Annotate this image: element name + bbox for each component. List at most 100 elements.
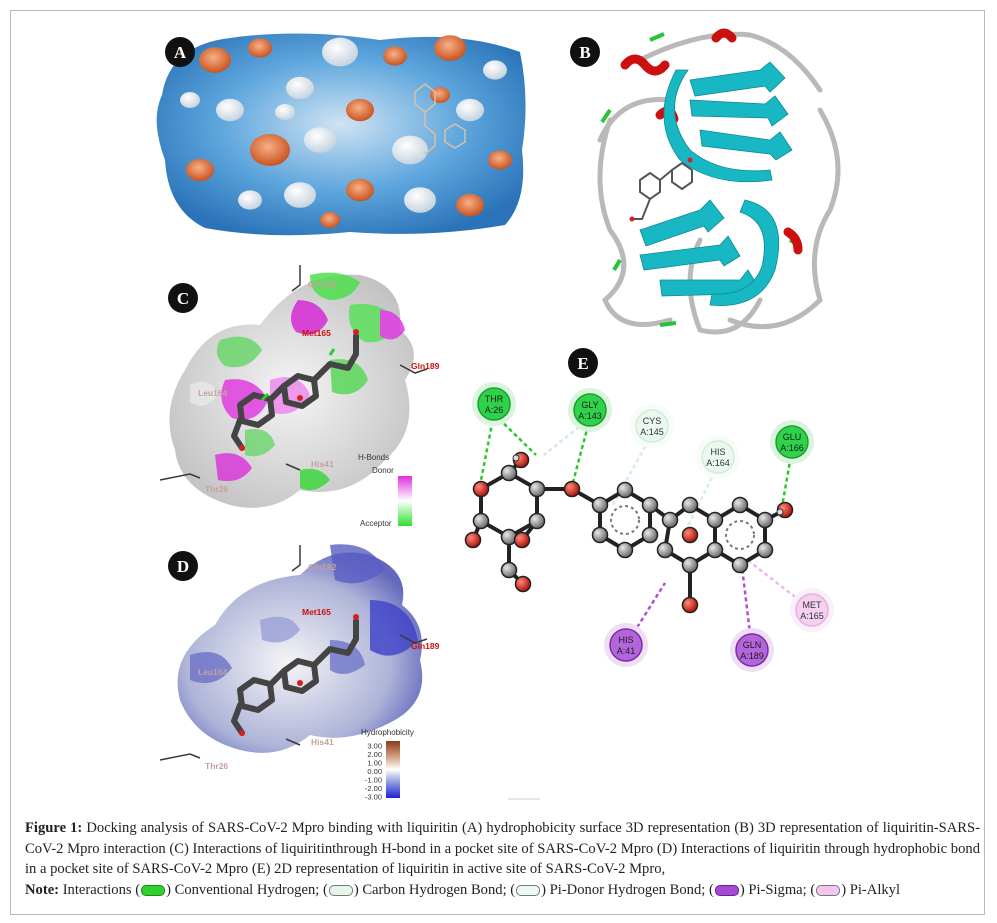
- surface-patch: [186, 158, 214, 182]
- residue-name: GLU: [783, 432, 802, 442]
- surface-patch: [304, 127, 336, 153]
- residue-name: HIS: [618, 635, 633, 645]
- c-hbond-legend-bar: [398, 476, 412, 526]
- d-legend-title: Hydrophobicity: [361, 728, 414, 737]
- residue-name: CYS: [643, 416, 662, 426]
- figure-caption: Figure 1: Docking analysis of SARS-CoV-2…: [25, 820, 980, 898]
- d-residue-gln192: Gln192: [308, 562, 337, 572]
- surface-patch: [434, 35, 466, 61]
- residue-position: A:164: [706, 458, 730, 468]
- surface-patch: [456, 98, 484, 122]
- surface-patch: [199, 47, 231, 73]
- hydrophobicity-tick-label: 0.00: [367, 767, 382, 776]
- d-residue-thr26: Thr26: [205, 761, 228, 771]
- hydrogen-atom: [512, 454, 520, 462]
- panel-label-b: B: [579, 43, 590, 62]
- carbon-atom: [656, 541, 674, 559]
- figure-frame: [10, 10, 985, 915]
- surface-patch: [216, 98, 244, 122]
- carbon-atom: [706, 511, 724, 529]
- d-hydrophobicity-legend-bar: [386, 741, 400, 798]
- carbon-atom: [591, 496, 609, 514]
- c-residue-gln189: Gln189: [411, 361, 440, 371]
- d-residue-his41: His41: [311, 737, 334, 747]
- carbon-atom: [706, 541, 724, 559]
- c-residue-leu164: Leu164: [198, 388, 228, 398]
- residue-position: A:189: [740, 651, 764, 661]
- caption-note-label: Note:: [25, 881, 60, 898]
- panel-label-a-badge: [165, 37, 195, 67]
- hydrophobicity-tick-label: -1.00: [365, 776, 382, 785]
- carbon-atom: [591, 526, 609, 544]
- d-residue-met165: Met165: [302, 607, 331, 617]
- carbon-atom: [681, 556, 699, 574]
- carbon-atom: [756, 511, 774, 529]
- residue-name: GLN: [743, 640, 762, 650]
- panel-e: E: [464, 348, 834, 672]
- hydrophobicity-tick-label: 3.00: [367, 742, 382, 751]
- hydrophobicity-tick-label: 1.00: [367, 759, 382, 768]
- surface-patch: [488, 150, 512, 170]
- hydrophobicity-tick-label: -2.00: [365, 784, 382, 793]
- panel-c: C Gln192 Met165 Gln189 His41 Thr26 Leu16…: [159, 265, 440, 528]
- oxygen-atom: [464, 531, 482, 549]
- surface-patch: [383, 46, 407, 66]
- residue-position: A:26: [485, 405, 504, 415]
- residue-name: GLY: [581, 400, 598, 410]
- residue-position: A:41: [617, 646, 636, 656]
- surface-patch: [286, 76, 314, 100]
- figure-panels: A B: [156, 28, 841, 802]
- surface-patch: [456, 193, 484, 217]
- surface-patch: [284, 182, 316, 208]
- c-residue-gln192: Gln192: [308, 279, 337, 289]
- carbon-atom: [528, 480, 546, 498]
- oxygen-atom: [681, 596, 699, 614]
- legend-swatch-carbon-hbond: [328, 884, 353, 896]
- panel-a-ligand: [414, 83, 466, 155]
- residue-name: MET: [803, 600, 823, 610]
- carbon-atom: [661, 511, 679, 529]
- carbon-atom: [472, 512, 490, 530]
- surface-patch: [238, 190, 262, 210]
- legend-swatch-conventional: [141, 884, 166, 896]
- hydrophobicity-tick-label: -3.00: [365, 793, 382, 802]
- surface-patch: [404, 187, 436, 213]
- carbon-atom: [528, 512, 546, 530]
- surface-patch: [275, 104, 295, 120]
- c-legend-donor: Donor: [372, 466, 394, 475]
- d-residue-leu164: Leu164: [198, 667, 228, 677]
- surface-patch: [346, 178, 374, 202]
- legend-swatch-pi-sigma: [714, 884, 739, 896]
- surface-patch: [320, 212, 340, 228]
- c-residue-his41: His41: [311, 459, 334, 469]
- oxygen-atom: [472, 480, 490, 498]
- residue-position: A:165: [800, 611, 824, 621]
- panel-label-c: C: [177, 289, 189, 308]
- surface-patch: [483, 60, 507, 80]
- hydrogen-atom: [776, 508, 784, 516]
- oxygen-atom: [563, 480, 581, 498]
- surface-patch: [322, 37, 358, 67]
- c-residue-thr26: Thr26: [205, 484, 228, 494]
- carbon-atom: [731, 556, 749, 574]
- oxygen-atom: [681, 526, 699, 544]
- carbon-atom: [616, 541, 634, 559]
- carbon-atom: [731, 496, 749, 514]
- residue-position: A:145: [640, 427, 664, 437]
- c-legend-title: H-Bonds: [358, 453, 389, 462]
- residue-position: A:166: [780, 443, 804, 453]
- hydrophobicity-tick-label: 2.00: [367, 750, 382, 759]
- c-legend-acceptor: Acceptor: [360, 519, 392, 528]
- surface-patch: [250, 134, 290, 166]
- oxygen-atom: [514, 575, 532, 593]
- carbon-atom: [616, 481, 634, 499]
- panel-b-ligand: [632, 161, 693, 220]
- legend-swatch-pi-donor: [516, 884, 541, 896]
